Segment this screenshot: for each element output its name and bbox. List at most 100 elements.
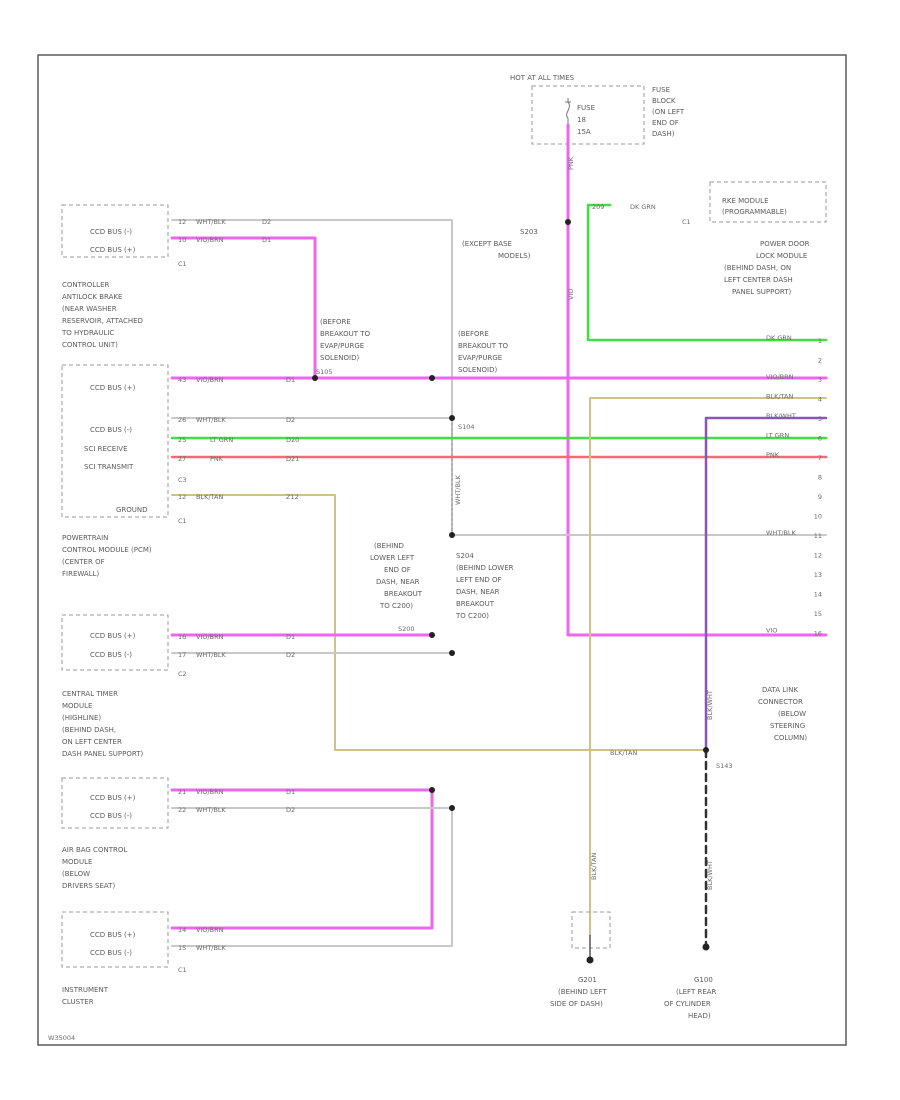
acm-name-2: MODULE	[62, 858, 92, 866]
diagram-frame	[37, 54, 847, 1046]
ctm-wire-2: WHT/BLK	[196, 651, 227, 659]
pcm-pin-label-1: CCD BUS (+)	[90, 384, 136, 392]
fuse-hot-label: HOT AT ALL TIMES	[510, 74, 575, 82]
dlc-module: DATA LINK CONNECTOR (BELOW STEERING COLU…	[758, 686, 807, 742]
blk-wht-vertical-label: BLK/WHT	[706, 690, 714, 720]
g201-line-1: G201	[578, 976, 597, 984]
fuse-block-line-2: BLOCK	[652, 97, 676, 105]
acm-wire-2: WHT/BLK	[196, 806, 227, 814]
wht-blk-vertical-label: WHT/BLK	[454, 474, 462, 505]
ctm-name-4: (BEHIND DASH,	[62, 726, 116, 734]
abs-name-2: ANTILOCK BRAKE	[62, 293, 122, 301]
dlc-pin-num-1: 1	[818, 337, 822, 345]
acm-name-1: AIR BAG CONTROL	[62, 846, 127, 854]
rke-pin: 209	[592, 203, 604, 211]
g201-box	[571, 911, 611, 949]
dlc-pin-num-5: 5	[818, 415, 822, 423]
splice-s200-vio-dot	[429, 632, 435, 638]
abs-pin-num-1: 12	[178, 218, 186, 226]
ground-g201: G201 (BEHIND LEFT SIDE OF DASH)	[550, 911, 611, 1008]
s104-note-3: EVAP/PURGE	[458, 354, 502, 362]
ctm-connector: C2	[178, 670, 187, 678]
dlc-pin-num-14: 14	[814, 591, 822, 599]
s200-line-5: BREAKOUT	[384, 590, 423, 598]
acm-wire-1: VIO/BRN	[196, 788, 224, 796]
wire-dk-grn-rke-to-dlc	[586, 203, 828, 342]
ctm-wire-1: VIO/BRN	[196, 633, 224, 641]
splice-s204-label: S204 (BEHIND LOWER LEFT END OF DASH, NEA…	[455, 552, 514, 620]
fuse-rating: 15A	[577, 128, 591, 136]
s204-line-5: BREAKOUT	[456, 600, 495, 608]
splice-s204-dot	[449, 532, 455, 538]
cluster-pin-num-1: 14	[178, 926, 186, 934]
abs-wire-1: WHT/BLK	[196, 218, 227, 226]
dlc-name-1: DATA LINK	[762, 686, 798, 694]
cluster-connector: C1	[178, 966, 187, 974]
s200-label: S200	[398, 625, 415, 633]
pcm-pin-num-2: 26	[178, 416, 186, 424]
dlc-pin-num-10: 10	[814, 513, 822, 521]
blk-wht-lower-label: BLK/WHT	[706, 860, 714, 890]
rke-line-1: RKE MODULE	[722, 197, 769, 205]
pcm-pin-label-2: CCD BUS (-)	[90, 426, 132, 434]
dlc-pin-num-9: 9	[818, 493, 822, 501]
dlc-pin-num-15: 15	[814, 610, 822, 618]
rke-module-box	[709, 181, 827, 223]
pcm-wire-3: LT GRN	[210, 436, 233, 444]
rke-module: RKE MODULE (PROGRAMMABLE) 209 DK GRN C1	[592, 197, 787, 226]
dlc-pin-wire-3: VIO/BRN	[766, 373, 794, 381]
pdl-name-3: (BEHIND DASH, ON	[724, 264, 791, 272]
dlc-pin-num-4: 4	[818, 396, 822, 404]
splice-acm-wht-dot	[449, 805, 455, 811]
dlc-pin-num-11: 11	[814, 532, 822, 540]
g100-line-4: HEAD)	[688, 1012, 711, 1020]
ctm-module: CCD BUS (+) 16 VIO/BRN D1 CCD BUS (-) 17…	[62, 632, 295, 758]
dlc-pin-num-2: 2	[818, 357, 822, 365]
dlc-name-4: STEERING	[770, 722, 805, 730]
splice-s203	[565, 219, 571, 225]
acm-circuit-1: D1	[286, 788, 295, 796]
rke-line-2: (PROGRAMMABLE)	[722, 208, 787, 216]
abs-pin-label-2: CCD BUS (+)	[90, 246, 136, 254]
acm-name-4: DRIVERS SEAT)	[62, 882, 115, 890]
acm-pin-label-1: CCD BUS (+)	[90, 794, 136, 802]
abs-connector: C1	[178, 260, 187, 268]
pnk-vertical-label: PNK	[567, 156, 575, 170]
ctm-pin-label-2: CCD BUS (-)	[90, 651, 132, 659]
pcm-name-3: (CENTER OF	[62, 558, 105, 566]
pcm-pin-num-1: 43	[178, 376, 186, 384]
splice-s105-junction	[449, 415, 455, 421]
dlc-pin-wire-6: LT GRN	[766, 432, 789, 440]
pcm-module: CCD BUS (+) 43 VIO/BRN D1 CCD BUS (-) 26…	[62, 376, 299, 578]
s105-note-4: SOLENOID)	[320, 354, 359, 362]
s105-note-3: EVAP/PURGE	[320, 342, 364, 350]
acm-name-3: (BELOW	[62, 870, 90, 878]
ctm-name-2: MODULE	[62, 702, 92, 710]
ctm-pin-num-2: 17	[178, 651, 186, 659]
wire-blk-wht-dlc	[704, 416, 828, 752]
pcm-pin-num-4: 27	[178, 455, 186, 463]
ctm-name-1: CENTRAL TIMER	[62, 690, 118, 698]
acm-circuit-2: D2	[286, 806, 295, 814]
pcm-circuit-2: D2	[286, 416, 295, 424]
blk-tan-horizontal-label: BLK/TAN	[610, 749, 637, 757]
acm-pin-num-2: 22	[178, 806, 186, 814]
s203-line-2: (EXCEPT BASE	[462, 240, 512, 248]
wire-vio-fuse-to-dlc	[566, 123, 828, 637]
s200-line-2: LOWER LEFT	[370, 554, 415, 562]
g201-line-2: (BEHIND LEFT	[558, 988, 607, 996]
s203-line-3: MODELS)	[498, 252, 531, 260]
pcm-name-4: FIREWALL)	[62, 570, 100, 578]
s105-label: S105	[316, 368, 333, 376]
ctm-pin-label-1: CCD BUS (+)	[90, 632, 136, 640]
ctm-circuit-1: D1	[286, 633, 295, 641]
wire-blk-tan-pcm-ground	[171, 494, 709, 751]
s204-line-4: DASH, NEAR	[456, 588, 500, 596]
s203-line-1: S203	[520, 228, 538, 236]
cluster-wire-1: VIO/BRN	[196, 926, 224, 934]
pcm-pin-label-3: SCI RECEIVE	[84, 445, 128, 453]
cluster-wire-2: WHT/BLK	[196, 944, 227, 952]
pdl-name-1: POWER DOOR	[760, 240, 810, 248]
pcm-module-box	[61, 364, 169, 518]
